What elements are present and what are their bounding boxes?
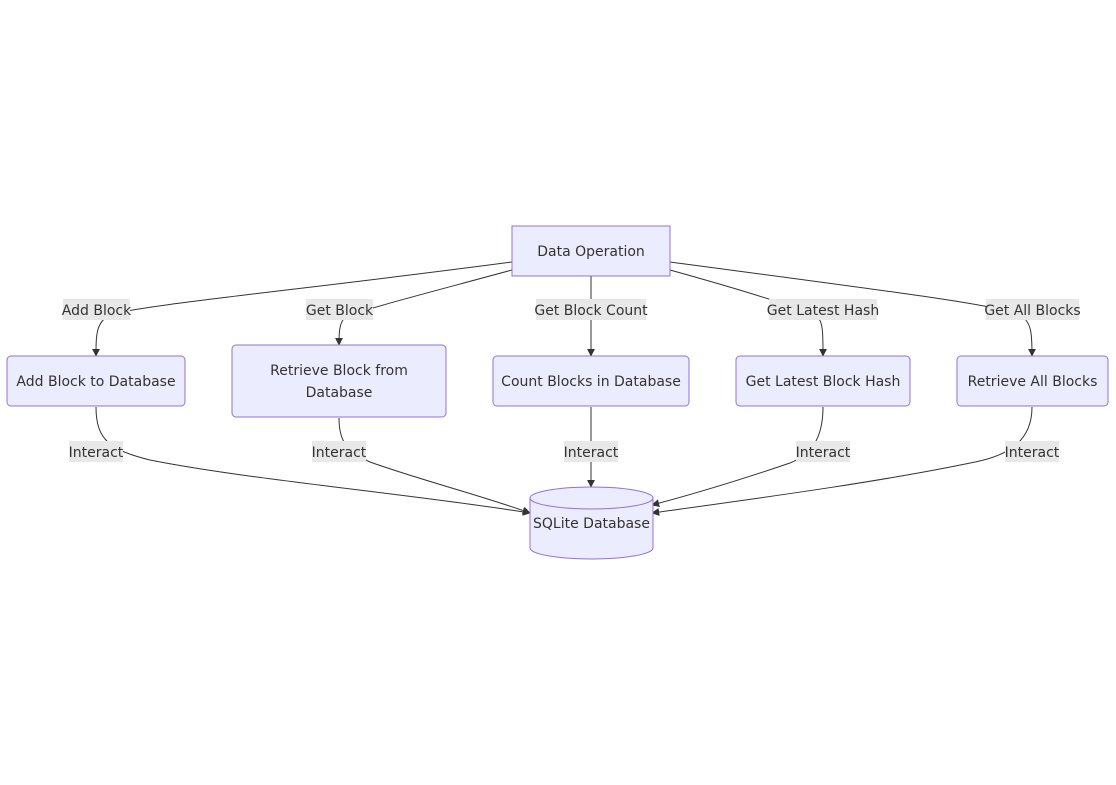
node-label-line-2: Database	[306, 385, 373, 401]
node-label-line-1: Retrieve Block from	[270, 363, 408, 379]
database-cylinder-icon	[529, 486, 654, 560]
edge-add-block	[92, 261, 513, 357]
edge-label-interact-1: Interact	[69, 441, 124, 462]
node-data-operation: Data Operation	[511, 225, 671, 277]
edge-interact-2	[338, 417, 531, 515]
edge-label-get-latest-hash: Get Latest Hash	[767, 299, 879, 320]
node-label: SQLite Database	[533, 516, 650, 532]
node-label: Count Blocks in Database	[501, 374, 681, 390]
edge-label-text: Interact	[312, 445, 367, 461]
edge-label-text: Get Block	[306, 303, 374, 319]
edge-label-get-block-count: Get Block Count	[534, 299, 648, 320]
edge-label-get-block: Get Block	[306, 299, 374, 320]
edge-label-interact-4: Interact	[796, 441, 851, 462]
edge-label-text: Add Block	[62, 303, 132, 319]
edge-label-text: Interact	[796, 445, 851, 461]
edge-interact-4	[651, 406, 824, 508]
node-count-blocks-in-database: Count Blocks in Database	[492, 355, 690, 407]
node-add-block-to-database: Add Block to Database	[6, 355, 186, 407]
node-retrieve-all-blocks: Retrieve All Blocks	[956, 355, 1109, 407]
edge-label-text: Get All Blocks	[984, 303, 1080, 319]
edge-label-text: Interact	[1005, 445, 1060, 461]
edge-label-interact-3: Interact	[564, 441, 619, 462]
edge-label-get-all-blocks: Get All Blocks	[984, 299, 1081, 320]
edge-label-text: Get Latest Hash	[767, 303, 879, 319]
node-sqlite-database: SQLite Database	[529, 486, 654, 560]
edge-label-text: Interact	[564, 445, 619, 461]
edge-interact-1	[95, 406, 531, 516]
edge-label-text: Get Block Count	[534, 303, 648, 319]
edge-label-text: Interact	[69, 445, 124, 461]
node-label: Data Operation	[537, 244, 645, 260]
node-label: Add Block to Database	[16, 374, 175, 390]
edge-label-interact-2: Interact	[312, 441, 367, 462]
edge-label-interact-5: Interact	[1005, 441, 1060, 462]
node-get-latest-block-hash: Get Latest Block Hash	[735, 355, 911, 407]
node-label: Retrieve All Blocks	[968, 374, 1098, 390]
node-label: Get Latest Block Hash	[746, 374, 901, 390]
edge-label-add-block: Add Block	[62, 299, 132, 320]
node-retrieve-block-from-database: Retrieve Block from Database	[231, 344, 447, 418]
